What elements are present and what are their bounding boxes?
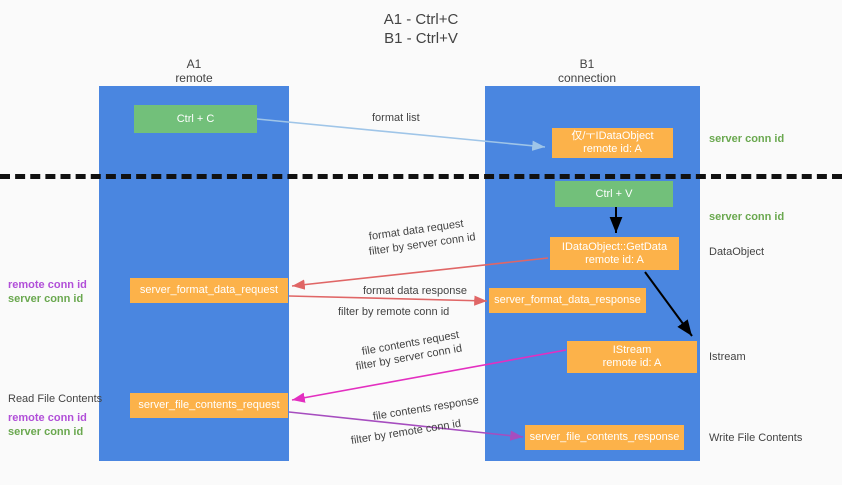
annotation-write-file-contents: Write File Contents (709, 432, 803, 444)
annotation-conn-ids-format: remote conn id server conn id (8, 278, 87, 306)
column-header-b1-name: B1 (579, 57, 595, 71)
label-file-contents-response: file contents response (372, 394, 480, 423)
box-server-file-contents-request[interactable]: server_file_contents_request (130, 393, 288, 418)
box-idataobject[interactable]: 仅/ㅜIDataObject remote id: A (552, 128, 673, 158)
label-format-list: format list (372, 112, 420, 124)
annotation-server-conn-id-second: server conn id (709, 211, 785, 223)
label-filter-prefix: filter by (350, 429, 390, 447)
phase-divider (0, 174, 842, 179)
label-format-data-response: format data response (363, 285, 467, 297)
column-header-a1-sub: remote (175, 71, 213, 85)
box-server-format-data-response[interactable]: server_format_data_response (489, 288, 646, 313)
label-filter-prefix: filter by (354, 354, 395, 373)
label-filter-remote-conn-id: remote conn id (388, 417, 462, 441)
annotation-istream: Istream (709, 351, 746, 363)
diagram-title: A1 - Ctrl+C B1 - Ctrl+V (383, 11, 459, 47)
annotation-remote-conn-id: remote conn id (8, 279, 87, 291)
annotation-server-conn-id: server conn id (8, 426, 84, 438)
annotation-server-conn-id: server conn id (8, 293, 84, 305)
label-file-contents-response-filter: filter by remote conn id (350, 417, 462, 448)
box-server-file-contents-response[interactable]: server_file_contents_response (525, 425, 684, 450)
box-ctrl-v[interactable]: Ctrl + V (555, 181, 673, 207)
box-idataobject-getdata[interactable]: IDataObject::GetData remote id: A (550, 237, 679, 270)
annotation-conn-ids-file: remote conn id server conn id (8, 411, 87, 439)
column-header-b1: B1 connection (527, 57, 647, 85)
label-filter-prefix: filter by (368, 240, 408, 258)
column-header-b1-sub: connection (557, 71, 617, 85)
annotation-read-file-contents: Read File Contents (8, 393, 103, 405)
box-istream[interactable]: IStream remote id: A (567, 341, 697, 373)
annotation-dataobject: DataObject (709, 246, 765, 258)
label-filter-prefix: filter by (338, 306, 377, 318)
annotation-server-conn-id-top: server conn id (709, 133, 785, 145)
label-format-data-response-filter: filter by remote conn id (338, 305, 449, 319)
column-header-a1-name: A1 (186, 57, 202, 71)
box-server-format-data-request[interactable]: server_format_data_request (130, 278, 288, 303)
column-header-a1: A1 remote (134, 57, 254, 85)
box-ctrl-c[interactable]: Ctrl + C (134, 105, 257, 133)
label-filter-remote-conn-id: remote conn id (376, 306, 450, 318)
annotation-remote-conn-id: remote conn id (8, 412, 87, 424)
